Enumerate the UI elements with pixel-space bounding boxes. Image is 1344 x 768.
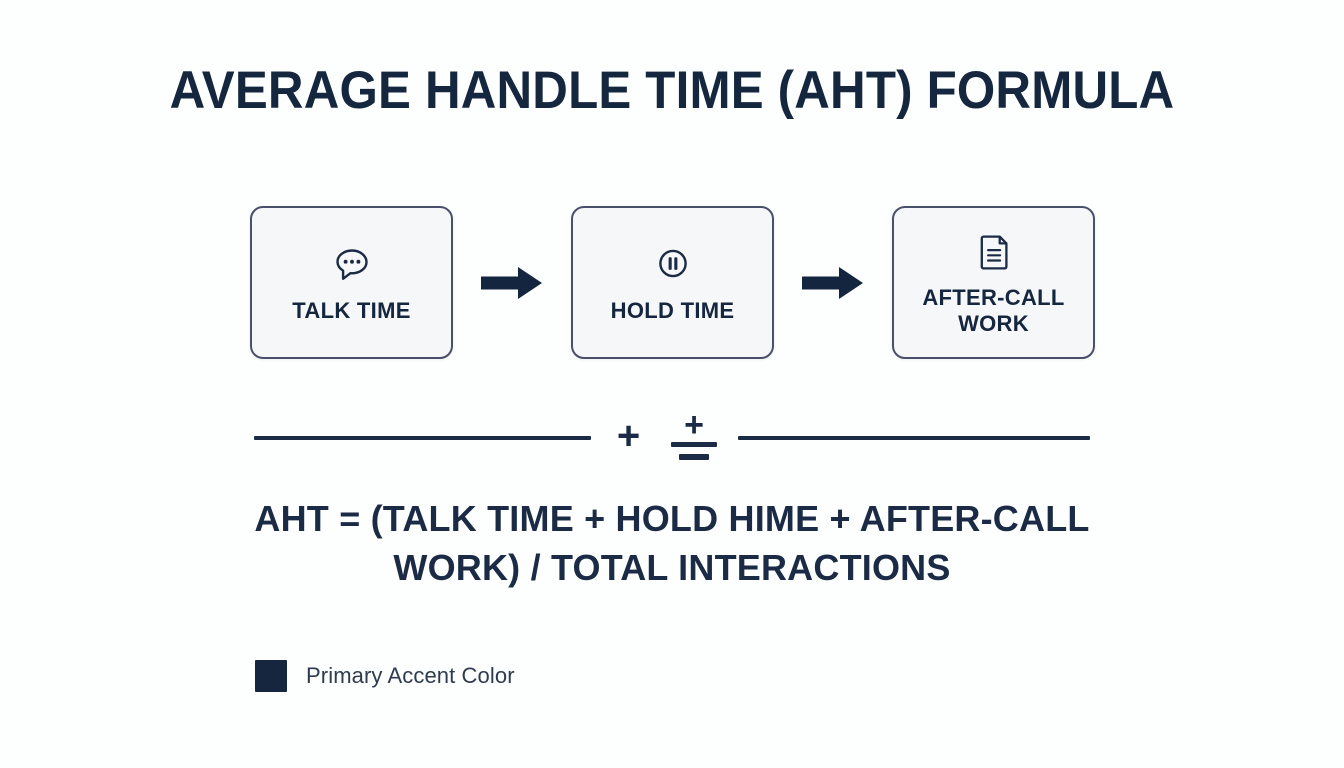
legend: Primary Accent Color [255, 660, 515, 692]
step-card-after-call-work[interactable]: AFTER-CALL WORK [892, 206, 1095, 359]
legend-color-swatch [255, 660, 287, 692]
formula-text: AHT = (TALK TIME + HOLD HIME + AFTER-CAL… [172, 495, 1172, 593]
plus-operator: + [616, 414, 641, 458]
math-operations-icon: + [666, 405, 722, 463]
formula-line-1: AHT = (TALK TIME + HOLD HIME + AFTER-CAL… [254, 498, 1090, 539]
legend-label: Primary Accent Color [306, 663, 515, 688]
stack-bar-glyph [671, 442, 718, 448]
step-card-label: TALK TIME [292, 297, 411, 323]
arrow-right-icon [797, 260, 869, 306]
step-card-label: HOLD TIME [610, 297, 735, 323]
divider-line-right [737, 436, 1090, 440]
document-lines-icon [971, 229, 1017, 275]
stack-minus-glyph [679, 454, 710, 461]
formula-divider-row: + + [254, 400, 1090, 476]
pause-circle-icon [650, 242, 696, 288]
page-title: AVERAGE HANDLE TIME (AHT) FORMULA [169, 61, 1175, 120]
step-card-label: AFTER-CALL WORK [922, 284, 1065, 336]
formula-line-2: WORK) / TOTAL INTERACTIONS [393, 546, 951, 588]
divider-line-left [254, 436, 591, 440]
speech-bubble-dots-icon [329, 242, 375, 288]
step-card-hold-time[interactable]: HOLD TIME [571, 206, 774, 359]
arrow-right-icon [476, 260, 548, 306]
step-card-talk-time[interactable]: TALK TIME [250, 206, 453, 359]
stack-plus-glyph: + [684, 405, 705, 444]
process-flow: TALK TIME HOLD TIME [250, 205, 1095, 360]
